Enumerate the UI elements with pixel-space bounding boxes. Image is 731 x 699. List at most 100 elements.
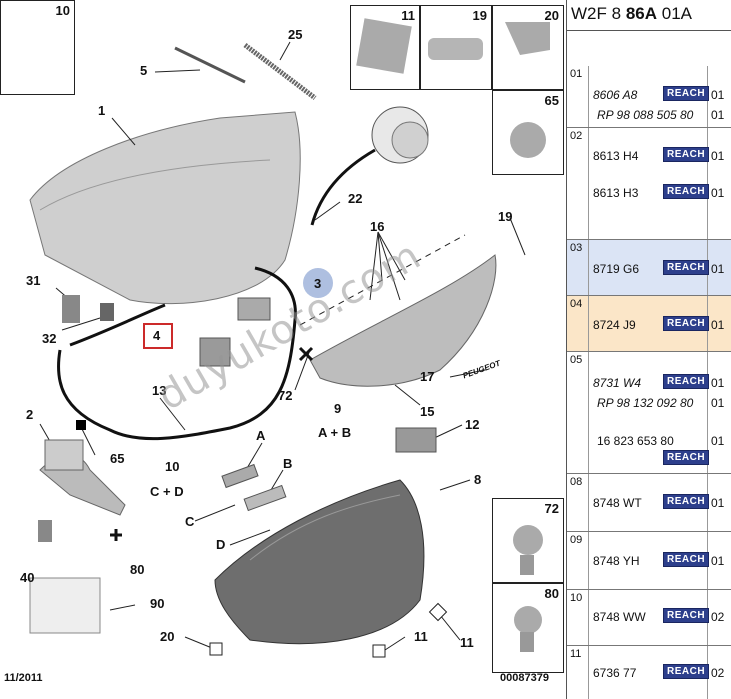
part-ref[interactable]: 8748 WT <box>593 496 642 510</box>
part-qty: 02 <box>711 610 725 624</box>
diagram-artwork <box>29 18 550 658</box>
reach-badge: REACH <box>663 260 710 275</box>
formula-10: C + D <box>150 484 184 499</box>
trunk-lid-shape <box>29 111 301 305</box>
row-index: 02 <box>567 128 589 239</box>
callout-3[interactable]: 3 <box>314 276 322 291</box>
part-ref[interactable]: RP 98 088 505 80 <box>597 108 694 122</box>
detail-box-number: 10 <box>55 3 70 18</box>
group-code: 86A <box>625 4 658 23</box>
part-qty: 02 <box>711 666 725 680</box>
callout-10[interactable]: 10 <box>165 459 180 474</box>
callout-80[interactable]: 80 <box>130 562 145 577</box>
parts-row-01[interactable]: 01 8606 A8 REACH 01 RP 98 088 505 80 01 <box>567 66 731 128</box>
parts-row-10[interactable]: 10 8748 WW REACH 02 <box>567 590 731 646</box>
detail-box-20: 20 <box>492 5 564 90</box>
variant-code: 01A <box>661 4 692 23</box>
part-qty: 01 <box>711 88 725 102</box>
reach-badge: REACH <box>663 316 710 331</box>
reach-badge: REACH <box>663 184 710 199</box>
parts-row-08[interactable]: 08 8748 WT REACH 01 <box>567 474 731 532</box>
reach-badge: REACH <box>663 450 710 465</box>
callout-22[interactable]: 22 <box>348 191 363 206</box>
parts-row-02[interactable]: 02 8613 H4 REACH 01 8613 H3 REACH 01 <box>567 128 731 240</box>
parts-row-09[interactable]: 09 8748 YH REACH 01 <box>567 532 731 590</box>
part-ref[interactable]: 8719 G6 <box>593 262 640 276</box>
model-code: W2F <box>571 4 607 23</box>
diagram-date: 11/2011 <box>4 672 43 684</box>
reach-badge: REACH <box>663 608 710 623</box>
callout-19[interactable]: 19 <box>498 209 513 224</box>
callout-15[interactable]: 15 <box>420 404 435 419</box>
reach-badge: REACH <box>663 494 710 509</box>
part-ref[interactable]: 8606 A8 <box>593 88 638 102</box>
part-ref[interactable]: 8748 WW <box>593 610 646 624</box>
formula-9: A + B <box>318 425 352 440</box>
exploded-diagram: 10 11 19 20 65 72 80 1 2 3 4 5 8 9 10 11… <box>0 0 567 699</box>
part-ref[interactable]: RP 98 132 092 80 <box>597 396 694 410</box>
parts-row-11[interactable]: 11 6736 77 REACH 02 <box>567 646 731 699</box>
part-qty: 01 <box>711 318 725 332</box>
reach-badge: REACH <box>663 664 710 679</box>
parts-row-04[interactable]: 04 8724 J9 REACH 01 <box>567 296 731 352</box>
part-ref[interactable]: 8724 J9 <box>593 318 636 332</box>
part-qty: 01 <box>711 149 725 163</box>
part-ref[interactable]: 16 823 653 80 <box>597 434 674 448</box>
callout-16[interactable]: 16 <box>370 219 385 234</box>
callout-25[interactable]: 25 <box>288 27 303 42</box>
callout-90[interactable]: 90 <box>150 596 165 611</box>
detail-box-72: 72 <box>492 498 564 583</box>
part-ref[interactable]: 8613 H3 <box>593 186 639 200</box>
part-ref[interactable]: 6736 77 <box>593 666 637 680</box>
callout-20[interactable]: 20 <box>160 629 175 644</box>
part-qty: 01 <box>711 396 725 410</box>
detail-box-10: 10 <box>0 0 75 95</box>
detail-box-number: 72 <box>544 501 559 516</box>
row-index: 11 <box>567 646 589 699</box>
callout-B[interactable]: B <box>283 456 293 471</box>
callout-40[interactable]: 40 <box>20 570 35 585</box>
callout-2[interactable]: 2 <box>26 407 34 422</box>
group-number: 8 <box>611 4 622 23</box>
callout-1[interactable]: 1 <box>98 103 106 118</box>
part-ref[interactable]: 8731 W4 <box>593 376 642 390</box>
callout-11b[interactable]: 11 <box>460 635 474 650</box>
callout-65[interactable]: 65 <box>110 451 125 466</box>
callout-17[interactable]: 17 <box>420 369 435 384</box>
callout-4[interactable]: 4 <box>153 328 161 343</box>
callout-11[interactable]: 11 <box>414 629 428 644</box>
part-ref[interactable]: 8748 YH <box>593 554 640 568</box>
parts-row-03[interactable]: 03 8719 G6 REACH 01 <box>567 240 731 296</box>
detail-box-65: 65 <box>492 90 564 175</box>
callout-C[interactable]: C <box>185 514 195 529</box>
part-qty: 01 <box>711 434 725 448</box>
callout-D[interactable]: D <box>216 537 226 552</box>
part-ref[interactable]: 8613 H4 <box>593 149 639 163</box>
detail-box-19: 19 <box>420 5 492 90</box>
callout-32[interactable]: 32 <box>42 331 57 346</box>
row-index: 03 <box>567 240 589 295</box>
parts-list-panel: W2F 8 86A 01A 01 8606 A8 REACH 01 RP 98 … <box>567 0 731 699</box>
row-index: 09 <box>567 532 589 589</box>
row-index: 05 <box>567 352 589 473</box>
parts-row-05[interactable]: 05 8731 W4 REACH 01 RP 98 132 092 80 01 … <box>567 352 731 474</box>
reach-badge: REACH <box>663 147 710 162</box>
detail-box-number: 80 <box>544 586 559 601</box>
reach-badge: REACH <box>663 374 710 389</box>
row-index: 10 <box>567 590 589 645</box>
callout-12[interactable]: 12 <box>465 417 480 432</box>
callout-72[interactable]: 72 <box>278 388 293 403</box>
part-qty: 01 <box>711 262 725 276</box>
detail-box-number: 19 <box>472 8 487 23</box>
callout-A[interactable]: A <box>256 428 266 443</box>
detail-box-number: 65 <box>544 93 559 108</box>
row-index: 01 <box>567 66 589 127</box>
reach-badge: REACH <box>663 552 710 567</box>
callout-8[interactable]: 8 <box>474 472 482 487</box>
callout-13[interactable]: 13 <box>152 383 167 398</box>
callout-31[interactable]: 31 <box>26 273 41 288</box>
part-qty: 01 <box>711 496 725 510</box>
callout-9[interactable]: 9 <box>334 401 342 416</box>
panel-header: W2F 8 86A 01A <box>567 0 731 31</box>
callout-5[interactable]: 5 <box>140 63 148 78</box>
